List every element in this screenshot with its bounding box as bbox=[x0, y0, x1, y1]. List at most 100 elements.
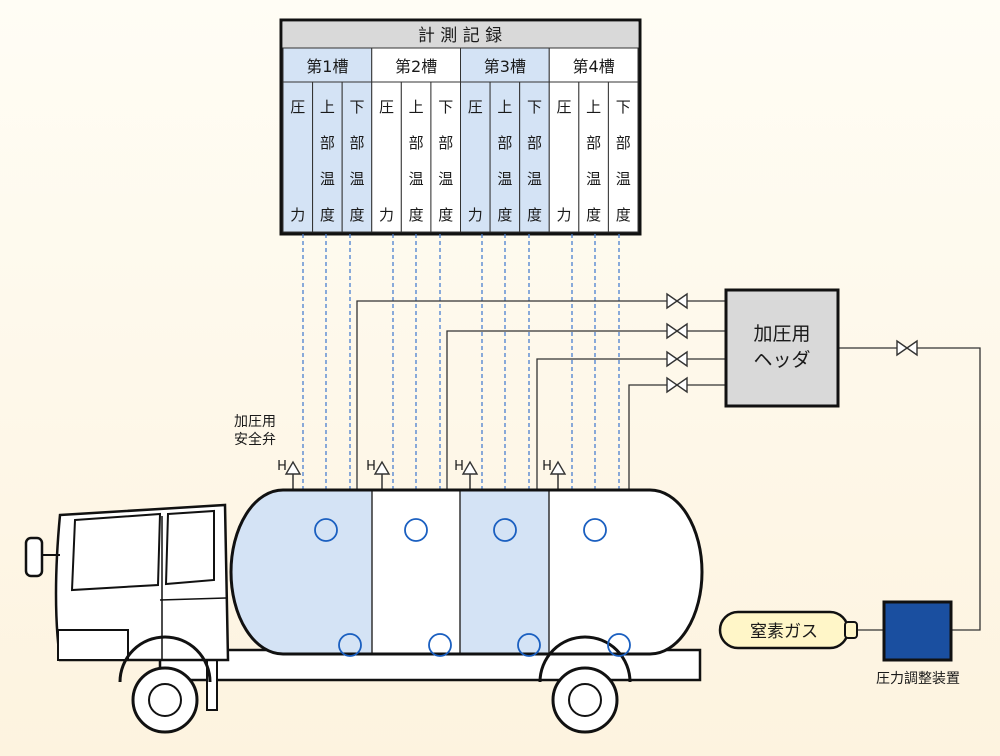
lower-temp-sensor-icon bbox=[607, 633, 631, 657]
cab-windshield bbox=[70, 512, 162, 592]
svg-text:H: H bbox=[454, 459, 464, 474]
tank-outline bbox=[229, 488, 704, 656]
column-character: 力 bbox=[290, 206, 305, 224]
column-character: 度 bbox=[527, 206, 542, 224]
upper-temp-sensor-icon bbox=[404, 518, 428, 542]
column-character: 温 bbox=[409, 170, 424, 188]
truck bbox=[24, 488, 704, 734]
pressure-regulator: 圧力調整装置 bbox=[876, 600, 960, 687]
nitrogen-cylinder: 窒素ガス bbox=[718, 610, 858, 650]
column-character: 部 bbox=[527, 134, 542, 152]
column-character: 上 bbox=[586, 98, 601, 116]
rear-wheel bbox=[538, 635, 632, 734]
measurement-column bbox=[607, 81, 639, 233]
column-character: 度 bbox=[497, 206, 512, 224]
compartment-1-shade bbox=[231, 490, 372, 654]
measurement-column bbox=[430, 81, 461, 233]
column-character: 下 bbox=[527, 98, 542, 116]
pipe-tank3 bbox=[536, 358, 726, 500]
table-title: 計 測 記 録 bbox=[418, 26, 502, 46]
safety-valve-icon: H bbox=[454, 459, 479, 492]
column-character: 下 bbox=[616, 98, 631, 116]
safety-valve-icon: H bbox=[366, 459, 391, 492]
column-character: 部 bbox=[586, 134, 601, 152]
measurement-column bbox=[341, 81, 373, 233]
header-label-line1: 加圧用 bbox=[753, 323, 810, 345]
column-character: 温 bbox=[527, 170, 542, 188]
column-character: 部 bbox=[320, 134, 335, 152]
column-character: 上 bbox=[497, 98, 512, 116]
svg-text:H: H bbox=[366, 459, 376, 474]
pipe-header-regulator bbox=[838, 347, 981, 631]
svg-text:H: H bbox=[277, 459, 287, 474]
nitrogen-body bbox=[718, 610, 850, 650]
temperature-sensors bbox=[314, 518, 631, 657]
tank-header-label: 第4槽 bbox=[573, 57, 615, 76]
column-character: 温 bbox=[586, 170, 601, 188]
valves bbox=[666, 292, 918, 394]
column-character: 部 bbox=[616, 134, 631, 152]
measurement-column bbox=[578, 81, 609, 233]
safety-valve-icon: H bbox=[277, 459, 302, 492]
column-character: 度 bbox=[586, 206, 601, 224]
column-character: 下 bbox=[438, 98, 453, 116]
column-character: 温 bbox=[349, 170, 364, 188]
column-character: 圧 bbox=[379, 98, 394, 116]
compartment-3-shade bbox=[460, 490, 549, 654]
bumper bbox=[57, 629, 129, 661]
measurement-column bbox=[460, 81, 491, 233]
measurement-column bbox=[489, 81, 521, 233]
column-character: 部 bbox=[349, 134, 364, 152]
column-character: 下 bbox=[349, 98, 364, 116]
upper-temp-sensor-icon bbox=[583, 518, 607, 542]
lower-temp-sensor-icon bbox=[517, 633, 541, 657]
column-character: 力 bbox=[379, 206, 394, 224]
column-character: 度 bbox=[320, 206, 335, 224]
pipe-tank2 bbox=[446, 330, 726, 500]
lower-temp-sensor-icon bbox=[338, 633, 362, 657]
front-wheel bbox=[118, 635, 212, 734]
measurement-column bbox=[371, 81, 402, 233]
column-character: 度 bbox=[409, 206, 424, 224]
lower-temp-sensor-icon bbox=[428, 633, 452, 657]
measurement-column bbox=[548, 81, 580, 233]
column-character: 温 bbox=[616, 170, 631, 188]
column-character: 部 bbox=[438, 134, 453, 152]
column-character: 力 bbox=[557, 206, 572, 224]
side-mirror bbox=[24, 536, 44, 578]
regulator-label: 圧力調整装置 bbox=[876, 671, 960, 687]
measurement-record-table: 計 測 記 録 第1槽第2槽第3槽第4槽圧力上部温度下部温度圧力上部温度下部温度… bbox=[279, 18, 642, 236]
valve-icon[interactable] bbox=[896, 339, 918, 357]
safety-valve-label-line2: 安全弁 bbox=[234, 431, 276, 448]
valve-icon[interactable] bbox=[666, 322, 688, 340]
column-character: 上 bbox=[320, 98, 335, 116]
tank-compartments bbox=[231, 490, 550, 654]
header-box bbox=[724, 288, 840, 408]
column-character: 上 bbox=[409, 98, 424, 116]
column-character: 圧 bbox=[468, 98, 483, 116]
upper-temp-sensor-icon bbox=[314, 518, 338, 542]
regulator-box bbox=[882, 600, 953, 662]
pressurizing-header: 加圧用 ヘッダ bbox=[724, 288, 840, 408]
nitrogen-nozzle bbox=[844, 621, 858, 639]
valve-icon[interactable] bbox=[666, 350, 688, 368]
tank-header-cell bbox=[371, 47, 461, 83]
tank-header-label: 第3槽 bbox=[484, 57, 526, 76]
safety-valve-label-line1: 加圧用 bbox=[234, 414, 276, 430]
valve-icon[interactable] bbox=[666, 376, 688, 394]
column-character: 度 bbox=[616, 206, 631, 224]
nitrogen-label: 窒素ガス bbox=[750, 622, 818, 642]
column-character: 度 bbox=[349, 206, 364, 224]
tank-header-label: 第1槽 bbox=[306, 57, 348, 76]
svg-text:H: H bbox=[542, 459, 552, 474]
column-character: 部 bbox=[409, 134, 424, 152]
measurement-column bbox=[519, 81, 550, 233]
column-character: 圧 bbox=[557, 98, 572, 116]
header-label-line2: ヘッダ bbox=[753, 349, 810, 371]
upper-temp-sensor-icon bbox=[493, 518, 517, 542]
pipe-tank1 bbox=[356, 300, 726, 500]
valve-icon[interactable] bbox=[666, 292, 688, 310]
